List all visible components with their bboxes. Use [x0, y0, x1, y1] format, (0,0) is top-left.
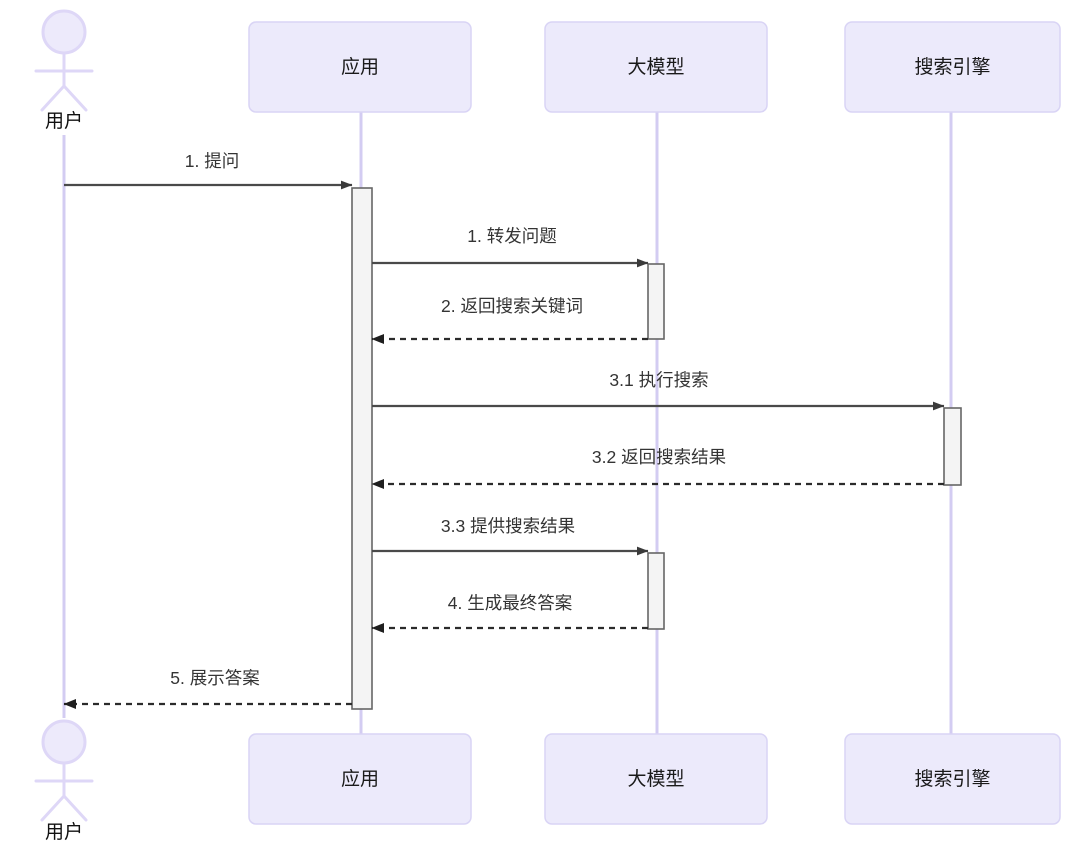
- message-label-7: 4. 生成最终答案: [448, 593, 572, 613]
- activations-layer: [351, 187, 962, 710]
- actor-label-user-bottom: 用户: [45, 821, 83, 843]
- participant-box-app-top[interactable]: [248, 21, 472, 113]
- messages-layer: 1. 提问 1. 转发问题 2. 返回搜索关键词 3.1 执行搜索 3.2 返回搜索结果…: [63, 151, 945, 709]
- message-3[interactable]: 2. 返回搜索关键词: [371, 296, 648, 344]
- message-6[interactable]: 3.3 提供搜索结果: [372, 516, 649, 556]
- activation-bar-llm-2: [647, 263, 665, 340]
- participant-app-bottom[interactable]: 应用: [248, 733, 472, 825]
- participant-box-search-bottom[interactable]: [844, 733, 1061, 825]
- message-label-8: 5. 展示答案: [170, 668, 259, 688]
- participant-app-top[interactable]: 应用: [248, 21, 472, 113]
- participant-label-app-bottom: 应用: [341, 768, 379, 790]
- participant-label-llm-top: 大模型: [627, 56, 684, 78]
- participant-search-bottom[interactable]: 搜索引擎: [844, 733, 1061, 825]
- participant-llm-bottom[interactable]: 大模型: [544, 733, 768, 825]
- lifelines-layer: [62, 112, 953, 734]
- message-label-2: 1. 转发问题: [467, 226, 556, 246]
- message-label-1: 1. 提问: [185, 151, 239, 171]
- actor-leg-left-icon: [40, 794, 66, 822]
- participant-label-llm-bottom: 大模型: [627, 768, 684, 790]
- message-7[interactable]: 4. 生成最终答案: [371, 593, 648, 633]
- participant-box-app-bottom[interactable]: [248, 733, 472, 825]
- message-label-4: 3.1 执行搜索: [609, 370, 708, 390]
- actor-user-top[interactable]: 用户: [34, 9, 94, 132]
- participant-label-app-top: 应用: [341, 56, 379, 78]
- actor-leg-right-icon: [62, 794, 88, 822]
- message-4[interactable]: 3.1 执行搜索: [372, 370, 945, 411]
- message-2[interactable]: 1. 转发问题: [372, 226, 649, 268]
- activation-bar-llm-4: [647, 552, 665, 630]
- participant-box-search-top[interactable]: [844, 21, 1061, 113]
- actor-head-icon: [41, 719, 87, 765]
- activation-bar-app-1: [351, 187, 373, 710]
- participant-box-llm-bottom[interactable]: [544, 733, 768, 825]
- actor-leg-right-icon: [62, 84, 88, 112]
- actor-user-bottom[interactable]: 用户: [34, 719, 94, 843]
- actor-head-icon: [41, 9, 87, 55]
- message-label-6: 3.3 提供搜索结果: [441, 516, 575, 536]
- participant-llm-top[interactable]: 大模型: [544, 21, 768, 113]
- actor-label-user-top: 用户: [45, 110, 83, 132]
- message-label-3: 2. 返回搜索关键词: [441, 296, 583, 316]
- message-8[interactable]: 5. 展示答案: [63, 668, 352, 709]
- participant-label-search-top: 搜索引擎: [914, 56, 990, 78]
- participant-box-llm-top[interactable]: [544, 21, 768, 113]
- participant-boxes-layer: 应用大模型搜索引擎应用大模型搜索引擎: [248, 21, 1061, 825]
- message-5[interactable]: 3.2 返回搜索结果: [371, 447, 944, 489]
- participant-label-search-bottom: 搜索引擎: [914, 768, 990, 790]
- activation-bar-search-3: [943, 407, 962, 486]
- message-label-5: 3.2 返回搜索结果: [592, 447, 726, 467]
- actor-leg-left-icon: [40, 84, 66, 112]
- participant-search-top[interactable]: 搜索引擎: [844, 21, 1061, 113]
- message-1[interactable]: 1. 提问: [64, 151, 353, 190]
